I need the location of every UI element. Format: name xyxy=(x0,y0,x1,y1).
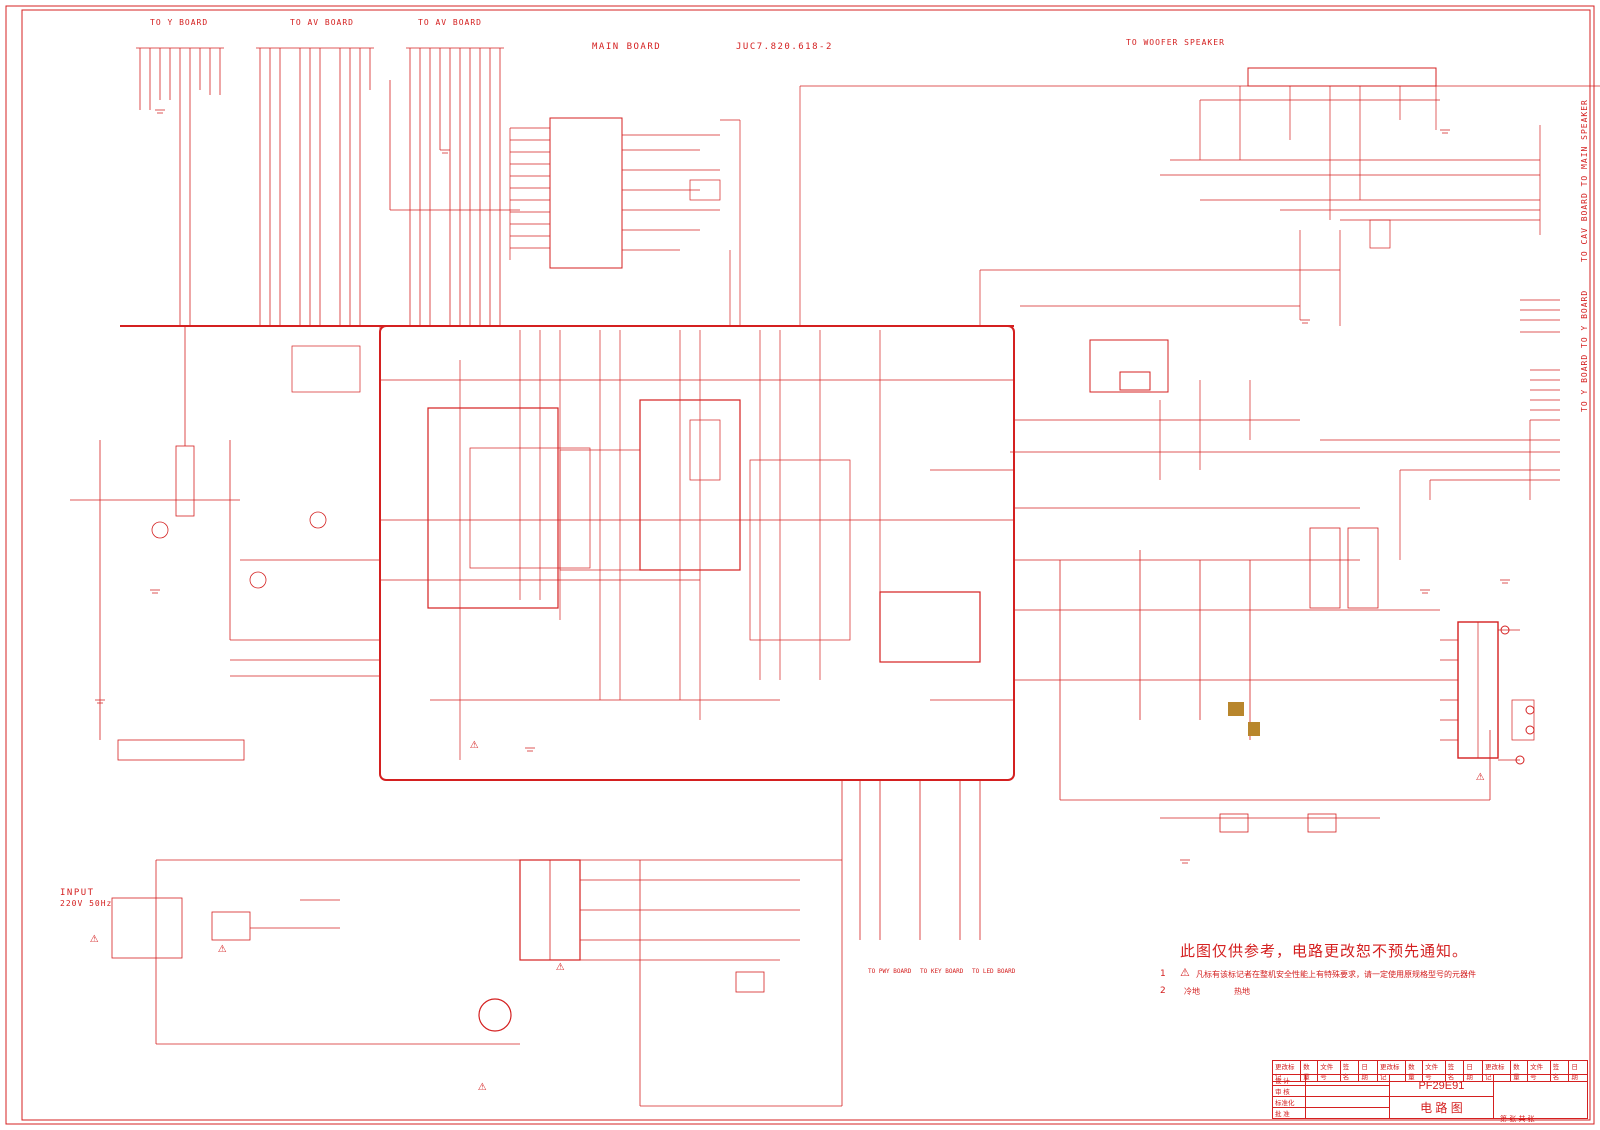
tb-role-design: 设 计 xyxy=(1272,1074,1306,1086)
tb-role-approve: 批 准 xyxy=(1272,1107,1306,1119)
note-2-number: 2 xyxy=(1160,986,1166,996)
board-code-label: JUC7.820.618-2 xyxy=(736,42,833,52)
to-av-board-label-2: TO AV BOARD xyxy=(418,18,482,27)
warning-icon: ⚠ xyxy=(1180,966,1190,979)
warning-icon: ⚠ xyxy=(90,930,99,946)
to-key-board-label: TO KEY BOARD xyxy=(920,968,964,975)
warning-icon: ⚠ xyxy=(218,940,227,956)
warning-icon: ⚠ xyxy=(1476,768,1485,784)
note-2-hot-ground: 热地 xyxy=(1234,987,1250,996)
warning-icon: ⚠ xyxy=(556,958,565,974)
note-1-text: 凡标有该标记者在整机安全性能上有特殊要求，请一定使用原规格型号的元器件 xyxy=(1196,970,1476,979)
title-block-body: 设 计 PF29E91 审 核 标准化 电 路 图 批 准 xyxy=(1272,1074,1588,1119)
model-number: PF29E91 xyxy=(1388,1074,1495,1097)
main-board-label: MAIN BOARD xyxy=(592,42,662,52)
to-woofer-label: TO WOOFER SPEAKER xyxy=(1126,38,1225,47)
input-spec-label: 220V 50Hz xyxy=(60,899,113,908)
tb-role-review: 审 核 xyxy=(1272,1085,1306,1097)
to-av-board-label-1: TO AV BOARD xyxy=(290,18,354,27)
note-2-cold-ground: 冷地 xyxy=(1184,987,1200,996)
input-label: INPUT xyxy=(60,888,95,898)
to-y-board-right-label-2: TO Y BOARD xyxy=(1580,353,1589,412)
note-1-number: 1 xyxy=(1160,969,1166,979)
tb-role-standard: 标准化 xyxy=(1272,1096,1306,1108)
to-y-board-right-label-1: TO Y BOARD xyxy=(1580,289,1589,348)
to-led-board-label: TO LED BOARD xyxy=(972,968,1016,975)
warning-icon: ⚠ xyxy=(478,1078,487,1094)
to-y-board-label-top: TO Y BOARD xyxy=(150,18,209,27)
sheet-number: 第 张 共 张 xyxy=(1500,1115,1535,1123)
to-cav-main-speaker-label: TO CAV BOARD TO MAIN SPEAKER xyxy=(1580,99,1589,262)
warning-icon: ⚠ xyxy=(470,736,479,752)
to-pwy-board-label: TO PWY BOARD xyxy=(868,968,912,975)
disclaimer-title: 此图仅供参考，电路更改恕不预先通知。 xyxy=(1180,942,1469,960)
drawing-name: 电 路 图 xyxy=(1388,1096,1495,1119)
